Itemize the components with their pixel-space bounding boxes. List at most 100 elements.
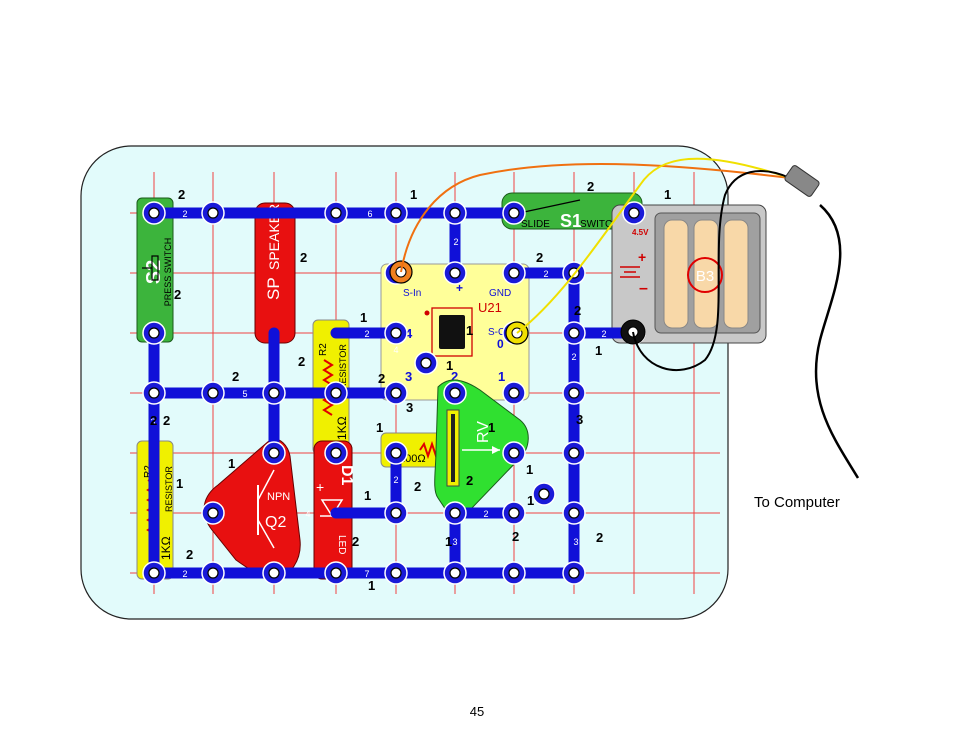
level-label: 2 <box>378 371 385 386</box>
wire-number: 2 <box>182 209 187 219</box>
wire-number: 2 <box>543 269 548 279</box>
r2-top-value: 1KΩ <box>335 416 349 440</box>
level-label: 1 <box>595 343 602 358</box>
s2-label: PRESS SWITCH <box>163 238 173 307</box>
snap-point <box>502 381 526 405</box>
snap-point <box>562 321 586 345</box>
snap-point <box>262 561 286 585</box>
s1-name: S1 <box>560 211 582 231</box>
r2-bottom-value: 1KΩ <box>159 536 173 560</box>
wire-number: 6 <box>367 209 372 219</box>
snap-point <box>532 482 556 506</box>
level-label: 2 <box>232 369 239 384</box>
snap-point <box>201 381 225 405</box>
r2-top-name: R2 <box>318 343 329 356</box>
wire-number: 2 <box>571 352 576 362</box>
svg-text:+: + <box>316 479 324 495</box>
snap-point <box>443 201 467 225</box>
snap-point <box>562 381 586 405</box>
level-label: 2 <box>163 413 170 428</box>
snap-point <box>502 201 526 225</box>
level-label: 2 <box>298 354 305 369</box>
u21-pin-in: S-In <box>403 288 421 299</box>
snap-point <box>502 261 526 285</box>
wire-number: 2 <box>364 329 369 339</box>
level-label: 2 <box>186 547 193 562</box>
level-label: 2 <box>466 473 473 488</box>
wire-number: 4 <box>305 509 310 519</box>
battery-b3: B3 4.5V + – <box>611 204 767 344</box>
level-label: 1 <box>527 493 534 508</box>
u21-pin-out-num: 0 <box>497 337 504 351</box>
snap-point <box>384 381 408 405</box>
d1-name: D1 <box>338 465 355 486</box>
snap-point <box>142 381 166 405</box>
wire-number: 5 <box>242 389 247 399</box>
snap-point <box>262 441 286 465</box>
snap-point <box>324 441 348 465</box>
snap-point <box>201 561 225 585</box>
snap-point <box>443 561 467 585</box>
r2-bottom-label: RESISTOR <box>164 466 174 512</box>
q2-name: Q2 <box>265 514 286 531</box>
snap-point <box>502 501 526 525</box>
snap-point <box>384 201 408 225</box>
level-label: 1 <box>526 462 533 477</box>
level-label: 1 <box>360 310 367 325</box>
level-label: 1 <box>410 187 417 202</box>
u21-pin-2: 2 <box>451 369 458 384</box>
wire-number: 3 <box>573 537 578 547</box>
b3-voltage: 4.5V <box>632 228 649 237</box>
u21-pin-out: S-Out <box>488 327 514 338</box>
snap-point <box>142 561 166 585</box>
level-label: 1 <box>364 488 371 503</box>
svg-text:+: + <box>456 281 463 295</box>
svg-text:–: – <box>639 280 648 297</box>
wire-number: 2 <box>601 329 606 339</box>
r2-top-label: RESISTOR <box>338 344 348 390</box>
sp-label: SPEAKER <box>266 204 282 270</box>
slide-switch-s1: SLIDE S1 SWITCH <box>501 192 643 231</box>
adjustable-resistor-rv: RV <box>434 379 529 517</box>
snap-point <box>443 261 467 285</box>
snap-point <box>384 561 408 585</box>
u21-name: U21 <box>478 300 502 315</box>
snap-point <box>562 501 586 525</box>
wire-number: 2 <box>182 569 187 579</box>
snap-point <box>142 201 166 225</box>
snap-point <box>201 201 225 225</box>
wire-number: 7 <box>364 569 369 579</box>
snap-point <box>502 441 526 465</box>
wire-number: 3 <box>452 537 457 547</box>
snap-point <box>443 501 467 525</box>
level-label: 1 <box>446 358 453 373</box>
s1-label-left: SLIDE <box>521 219 550 230</box>
to-computer-caption: To Computer <box>754 494 840 511</box>
sp-name: SP <box>264 277 283 300</box>
level-label: 2 <box>150 413 157 428</box>
q2-type: NPN <box>267 491 290 503</box>
u21-pin-gnd: GND <box>489 288 511 299</box>
u21-pin-4: 4 <box>405 326 413 341</box>
level-label: 1 <box>376 420 383 435</box>
level-label: 2 <box>574 303 581 318</box>
u21-pin-1: 1 <box>498 369 505 384</box>
snap-point <box>201 501 225 525</box>
level-label: 3 <box>576 412 583 427</box>
external-wires <box>400 157 860 479</box>
level-label: 2 <box>174 287 181 302</box>
snap-point <box>414 351 438 375</box>
snap-point <box>262 381 286 405</box>
connector-plug <box>784 165 820 197</box>
snap-point <box>502 561 526 585</box>
level-label: 1 <box>466 323 473 338</box>
u21-pin-3: 3 <box>405 369 412 384</box>
level-label: 1 <box>664 187 671 202</box>
level-label: 2 <box>178 187 185 202</box>
level-label: 1 <box>228 456 235 471</box>
snap-point <box>384 321 408 345</box>
snap-point <box>142 321 166 345</box>
